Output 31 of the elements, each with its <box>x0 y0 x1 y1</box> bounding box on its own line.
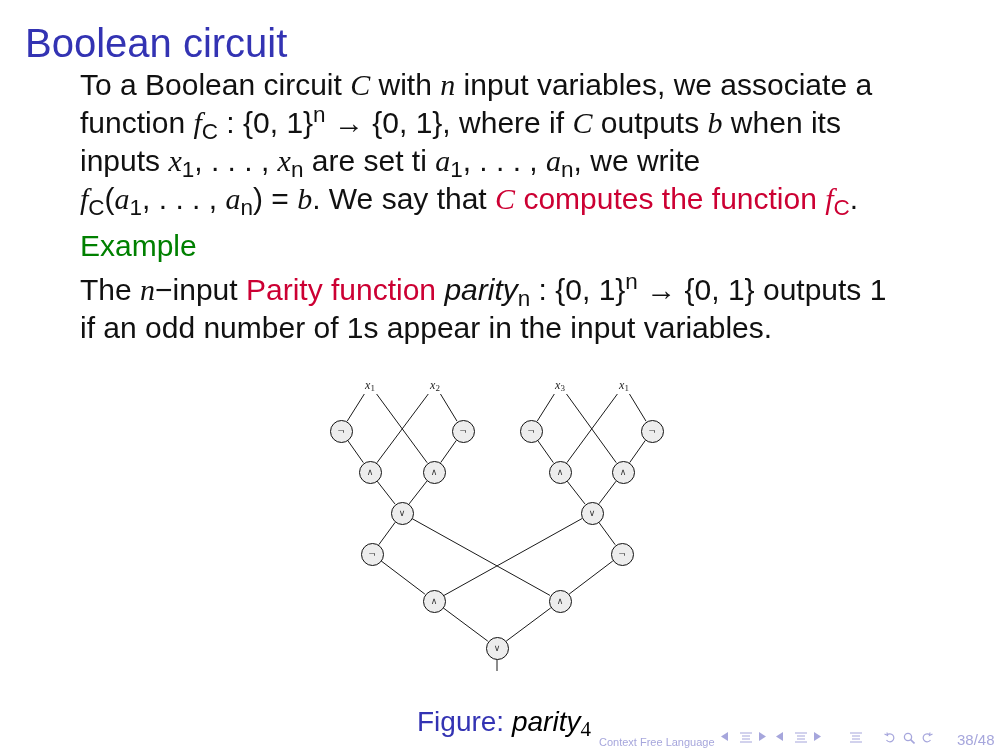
gate-node: ∨ <box>390 501 414 525</box>
gate-node: ¬ <box>329 419 353 443</box>
example-paragraph: The n−input Parity function parity$_{n}$ : {0, 1}$^{n}$ → {0, 1} outputs 1 if an odd number of 1s appear in the input variables. <box>80 271 888 346</box>
footer-title: Context Free Language <box>599 736 715 749</box>
input-variable-label: x$_{1}$ <box>615 376 633 394</box>
wire-line <box>346 393 365 422</box>
gate-node: ∧ <box>358 460 382 484</box>
gate-node: ∧ <box>422 589 446 613</box>
gate-node: ∨ <box>580 501 604 525</box>
wire-line <box>440 393 458 422</box>
output-wire <box>496 659 498 672</box>
figure-caption: Figure: parity$_{4}$ <box>417 705 591 739</box>
gate-node: ¬ <box>519 419 543 443</box>
input-variable-label: x$_{2}$ <box>426 376 444 394</box>
wire-line <box>536 393 555 422</box>
input-variable-label: x$_{3}$ <box>551 376 569 394</box>
gate-node: ∧ <box>422 460 446 484</box>
gate-node: ∧ <box>548 460 572 484</box>
gate-node: ¬ <box>640 419 664 443</box>
page-number: 38/48 <box>957 731 995 749</box>
slide-title: Boolean circuit <box>25 20 288 67</box>
example-heading: Example <box>80 228 197 264</box>
gate-node: ∨ <box>485 636 509 660</box>
gate-node: ∧ <box>611 460 635 484</box>
gate-node: ¬ <box>451 419 475 443</box>
wire-line <box>629 393 647 422</box>
body-paragraph: To a Boolean circuit C with n input variables, we associate a function f$_{C}$ : {0, 1}$^{n}$ → {0, 1}, where if C outputs b when its inputs x$_{1}$, . . . , x$_{n}$ are set ti a$_{1}$, . . . , a$_{n}$, we write f$_{C}$(a$_{1}$, . . . , a$_{n}$) = b. We say that C computes the function f$_{C}$. <box>80 67 874 218</box>
gate-node: ∧ <box>548 589 572 613</box>
gate-node: ¬ <box>360 542 384 566</box>
input-variable-label: x$_{1}$ <box>361 376 379 394</box>
gate-node: ¬ <box>610 542 634 566</box>
